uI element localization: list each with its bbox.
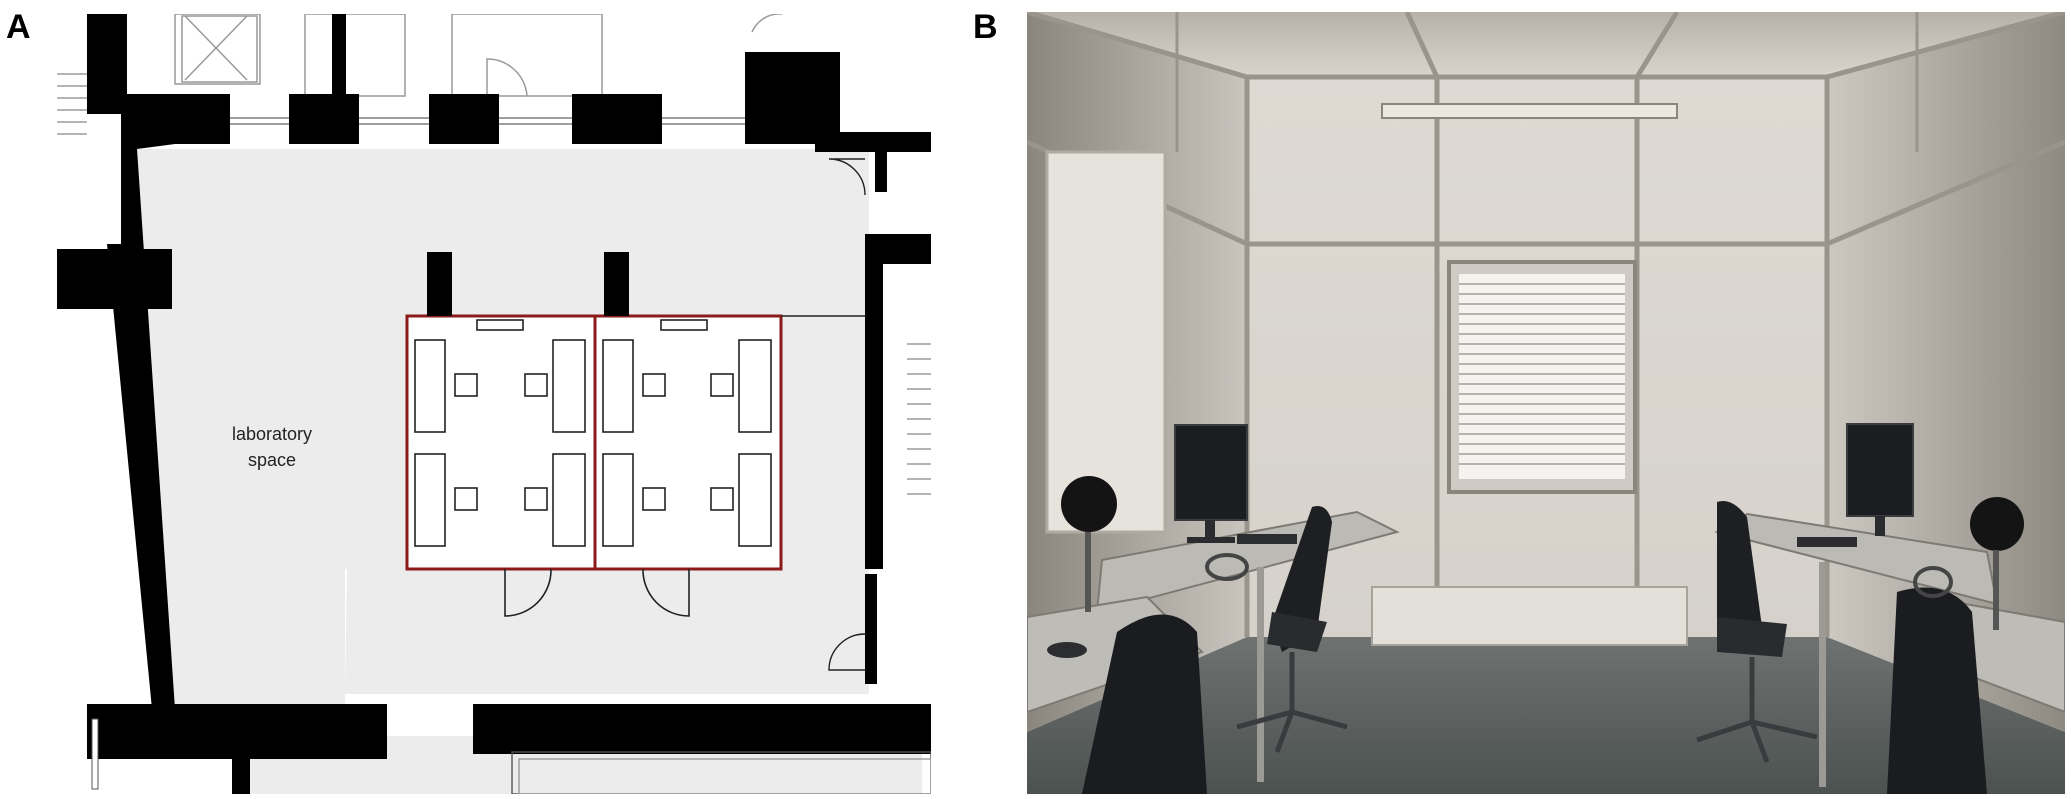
left-desk-leg: [1257, 567, 1264, 782]
left-mouse: [1047, 642, 1087, 658]
left-window: [1045, 150, 1167, 534]
left-monitor: [1174, 424, 1248, 521]
right-headphones: [1913, 566, 1953, 598]
left-speaker: [1061, 476, 1117, 532]
right-desk-leg: [1819, 562, 1826, 787]
radiator: [1371, 586, 1688, 646]
front-right-chair: [1887, 587, 1987, 794]
right-chair: [1717, 501, 1762, 652]
room-label-line-1: laboratory: [232, 424, 312, 444]
upper-rooms: [174, 14, 782, 97]
room-doors: [511, 158, 931, 794]
floor-plan: laboratory space: [57, 14, 931, 794]
left-keyboard: [1237, 534, 1297, 544]
right-monitor: [1846, 423, 1914, 517]
windows: [230, 117, 745, 125]
booth-cubicles: [405, 314, 869, 617]
floor: [1027, 637, 2065, 794]
room-label-line-2: space: [248, 450, 296, 470]
right-keyboard: [1797, 537, 1857, 547]
right-speaker: [1970, 497, 2024, 551]
panel-a-letter: A: [6, 8, 31, 46]
window-blinds: [1459, 274, 1625, 479]
front-left-chair: [1082, 614, 1207, 794]
left-headphones: [1205, 553, 1249, 581]
stairs: [57, 73, 931, 495]
frame-rails: [1027, 12, 2065, 637]
panel-b-letter: B: [973, 8, 998, 46]
walls: [57, 14, 931, 794]
ceiling-light: [1381, 103, 1678, 119]
booth-photo: [1027, 12, 2065, 794]
ceiling: [1027, 12, 2065, 77]
